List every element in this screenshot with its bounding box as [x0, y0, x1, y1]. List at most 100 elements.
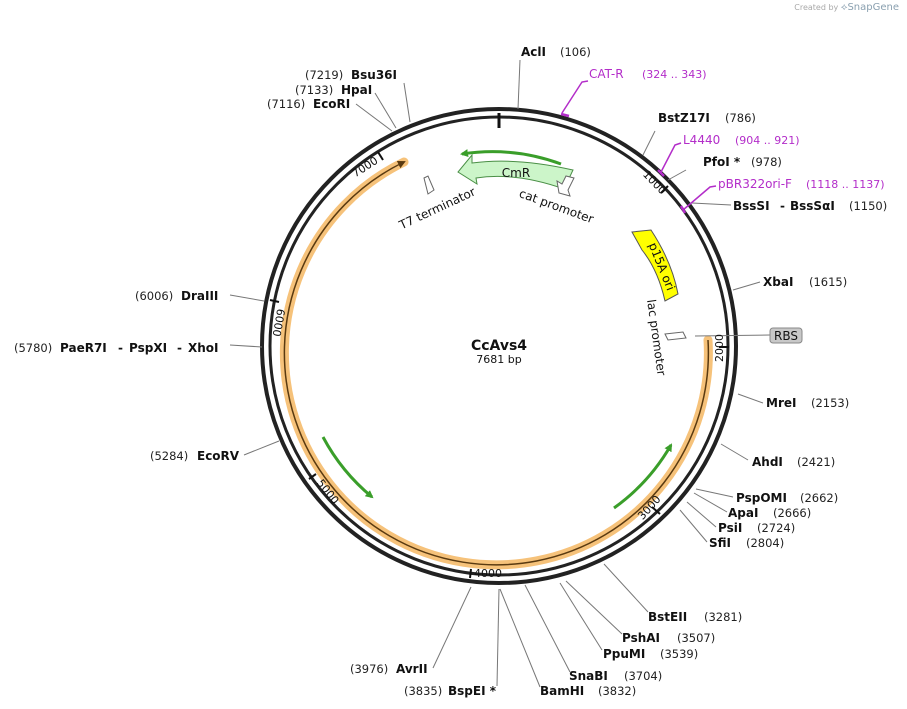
site-sfii: SfiI	[709, 536, 731, 550]
leader-xhoi	[229, 344, 263, 348]
orf-arrow-right	[613, 443, 673, 510]
site-ecori: EcoRI	[313, 97, 350, 111]
primer-pbr322-mark	[679, 205, 687, 214]
leader-hpai	[374, 92, 397, 129]
site-bspei: BspEI *	[448, 684, 497, 698]
orf-arrow-left	[321, 436, 374, 499]
p15a-ori-feature	[631, 229, 679, 302]
tick-mark	[377, 151, 384, 161]
primer-cat-r-range: (324 .. 343)	[642, 68, 707, 81]
primer-cat-r-mark	[560, 112, 570, 118]
primer-l4440: L4440	[683, 133, 720, 147]
site-xhoi-sep2: -	[177, 341, 182, 355]
leader-avrii	[432, 586, 472, 669]
site-bstz17i: BstZ17I	[658, 111, 710, 125]
tick-mark	[469, 568, 472, 579]
cat-promoter-label: cat promoter	[517, 186, 595, 226]
site-acli: AclI	[521, 45, 546, 59]
site-bsssi-sep: -	[780, 199, 785, 213]
site-bsteii: BstEII	[648, 610, 687, 624]
site-draiii: DraIII	[181, 289, 218, 303]
leader-xbai	[732, 281, 761, 291]
site-apai-pos: (2666)	[773, 506, 811, 520]
leader-psii	[686, 501, 717, 528]
leader-bsu36i	[403, 82, 411, 123]
leader-apai	[693, 492, 728, 513]
leader-mrei	[737, 393, 764, 404]
tick-label-1000: 1000	[640, 168, 669, 197]
site-pshai: PshAI	[622, 631, 660, 645]
leader-snabi	[524, 584, 571, 673]
site-sfii-pos: (2804)	[746, 536, 784, 550]
leader-pshai	[565, 580, 623, 635]
site-xbai: XbaI	[763, 275, 793, 289]
primer-cat-r: CAT-R	[589, 67, 624, 81]
leader-bsteii	[603, 563, 649, 613]
site-pspomi-pos: (2662)	[800, 491, 838, 505]
site-acli-pos: (106)	[560, 45, 591, 59]
rbs-badge	[769, 327, 803, 344]
site-paer7i: PaeR7I	[60, 341, 107, 355]
lac-promoter-label: lac promoter	[644, 298, 669, 376]
tick-mark	[651, 506, 661, 515]
t7-terminator-label: T7 terminator	[396, 185, 478, 233]
site-snabi-pos: (3704)	[624, 669, 662, 683]
site-bspei-pos: (3835)	[404, 684, 442, 698]
primer-pbr322ori-f: pBR322ori-F	[718, 177, 792, 191]
site-xhoi: XhoI	[188, 341, 219, 355]
site-pfoi: PfoI *	[703, 155, 741, 169]
site-pshai-pos: (3507)	[677, 631, 715, 645]
site-psii: PsiI	[718, 521, 742, 535]
leader-bspei	[496, 588, 500, 687]
p15a-ori-label: p15A ori	[646, 240, 678, 292]
leader-draiii	[229, 294, 265, 302]
tick-mark	[269, 299, 280, 303]
site-xhoi-sep1: -	[118, 341, 123, 355]
leader-sfii	[679, 509, 708, 543]
tick-label-2000: 2000	[713, 334, 726, 362]
rbs-label: RBS	[774, 329, 798, 343]
site-hpai: HpaI	[341, 83, 372, 97]
site-ppumi-pos: (3539)	[660, 647, 698, 661]
primer-pbr322ori-f-range: (1118 .. 1137)	[806, 178, 885, 191]
site-leader-lines	[229, 59, 764, 688]
leader-bstz17i	[642, 130, 656, 156]
site-bsteii-pos: (3281)	[704, 610, 742, 624]
site-bsssi: BssSI	[733, 199, 770, 213]
rbs-leader-line	[694, 334, 771, 337]
site-snabi: SnaBI	[569, 669, 608, 683]
leader-pfoi	[667, 169, 687, 181]
leader-bamhi	[499, 588, 541, 688]
site-bamhi-pos: (3832)	[598, 684, 636, 698]
site-pspomi: PspOMI	[736, 491, 787, 505]
watermark-prefix: Created by	[794, 3, 839, 12]
site-avrii-pos: (3976)	[350, 662, 388, 676]
orange-feature-arrow	[283, 161, 710, 566]
cmr-label: CmR	[502, 166, 530, 180]
primer-cat-r-line	[561, 80, 589, 114]
site-xbai-pos: (1615)	[809, 275, 847, 289]
site-bsu36i: Bsu36I	[351, 68, 397, 82]
site-pfoi-pos: (978)	[751, 155, 782, 169]
plasmid-size: 7681 bp	[476, 353, 521, 366]
site-psii-pos: (2724)	[757, 521, 795, 535]
t7-terminator-glyph	[423, 175, 435, 195]
cmr-feature	[457, 153, 574, 190]
lac-promoter-glyph	[664, 331, 687, 341]
backbone-outer	[260, 107, 738, 585]
site-mrei-pos: (2153)	[811, 396, 849, 410]
tick-label-6000: 6000	[270, 308, 288, 338]
leader-ecorv	[243, 440, 280, 456]
tick-label-4000: 4000	[474, 567, 502, 580]
site-draiii-pos: (6006)	[135, 289, 173, 303]
site-ahdi: AhdI	[752, 455, 783, 469]
site-pspxi: PspXI	[129, 341, 167, 355]
site-bstz17i-pos: (786)	[725, 111, 756, 125]
site-ecorv: EcoRV	[197, 449, 240, 463]
site-paer7i-pos: (5780)	[14, 341, 52, 355]
site-apai: ApaI	[728, 506, 758, 520]
orf-arrow-top	[460, 149, 562, 166]
site-hpai-pos: (7133)	[295, 83, 333, 97]
site-avrii: AvrII	[396, 662, 428, 676]
